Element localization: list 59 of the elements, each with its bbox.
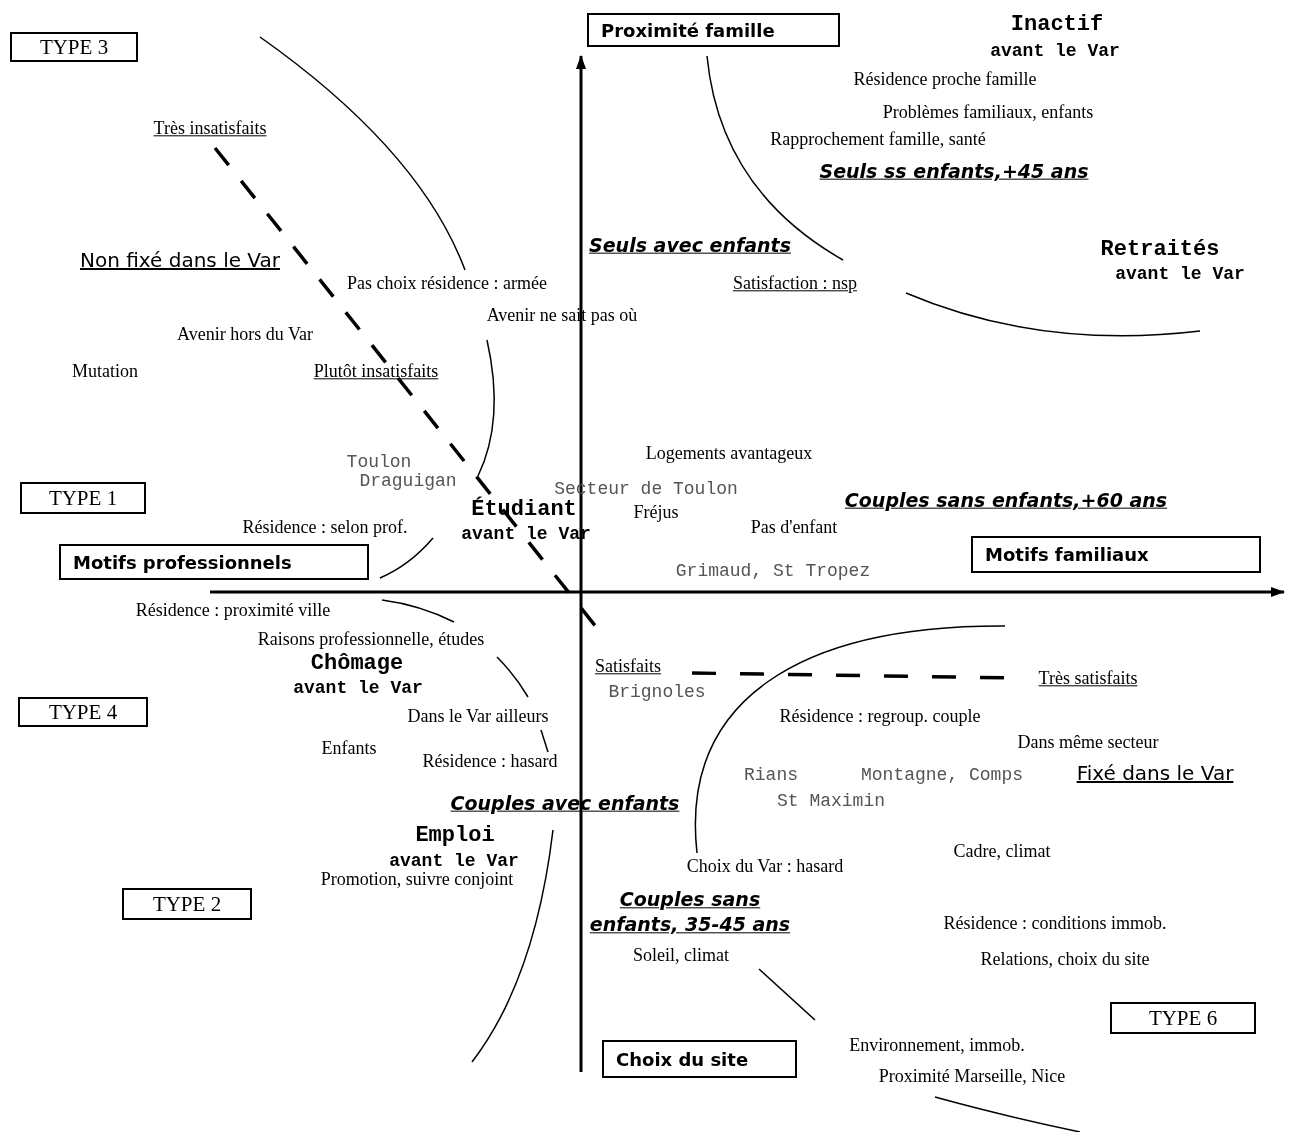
modality-label: Relations, choix du site [980, 948, 1150, 972]
satisfaction-label: Plutôt insatisfaits [313, 360, 439, 384]
satisfaction-label: Satisfaits [595, 655, 661, 679]
axis-title-box: Choix du site [602, 1040, 797, 1078]
status-label: Retraités [1100, 235, 1220, 264]
modality-label: Environnement, immob. [849, 1034, 1025, 1058]
status-label: avant le Var [990, 40, 1120, 64]
modality-label: Résidence proche famille [853, 68, 1037, 92]
axis-title-box: Proximité famille [587, 13, 840, 47]
type-box: TYPE 3 [10, 32, 138, 62]
modality-label: Résidence : regroup. couple [779, 705, 981, 729]
axis-title-box: Motifs professionnels [59, 544, 369, 580]
satisfaction-label: Très satisfaits [1038, 667, 1138, 691]
modality-label: Pas d'enfant [750, 516, 838, 540]
place-name: Rians [744, 764, 798, 788]
place-name: Toulon [346, 451, 412, 473]
modality-label: Enfants [321, 737, 377, 761]
household-label: Seuls avec enfants [589, 232, 791, 258]
modality-label: Dans même secteur [1017, 731, 1159, 755]
place-name: Brignoles [608, 681, 706, 705]
place-name: Grimaud, St Tropez [675, 560, 871, 584]
household-label: Couples sans enfants,+60 ans [844, 487, 1168, 513]
status-label: Étudiant [471, 495, 577, 524]
modality-label: Soleil, climat [633, 944, 729, 968]
status-label: Chômage [310, 649, 404, 678]
type-box: TYPE 2 [122, 888, 252, 920]
modality-label: Problèmes familiaux, enfants [882, 101, 1094, 125]
type-box: TYPE 6 [1110, 1002, 1256, 1034]
settlement-label: Fixé dans le Var [1076, 760, 1234, 786]
household-label: Couples sans enfants, 35-45 ans [588, 887, 792, 937]
modality-label: Cadre, climat [953, 840, 1051, 864]
place-name: Montagne, Comps [861, 764, 1023, 788]
status-label: avant le Var [1115, 263, 1245, 287]
place-name: Draguigan [359, 470, 457, 494]
status-label: Emploi [415, 821, 495, 850]
modality-label: Choix du Var : hasard [686, 855, 844, 879]
modality-label: Raisons professionnelle, études [257, 628, 485, 652]
status-label: Inactif [1010, 10, 1104, 39]
settlement-label: Non fixé dans le Var [80, 247, 280, 273]
modality-label: Résidence : conditions immob. [943, 912, 1167, 936]
status-label: avant le Var [293, 677, 423, 701]
place-name: St Maximin [777, 790, 885, 814]
type-box: TYPE 1 [20, 482, 146, 514]
satisfaction-label: Satisfaction : nsp [733, 272, 857, 296]
modality-label: Mutation [72, 360, 138, 384]
modality-label: Rapprochement famille, santé [770, 128, 986, 152]
modality-label: Avenir hors du Var [177, 323, 313, 347]
modality-label: Pas choix résidence : armée [347, 272, 547, 296]
modality-label: Logements avantageux [645, 442, 813, 466]
modality-label: Proximité Marseille, Nice [878, 1065, 1066, 1089]
modality-label: Fréjus [633, 501, 679, 525]
axis-title-box: Motifs familiaux [971, 536, 1261, 573]
modality-label: Résidence : hasard [422, 750, 558, 774]
modality-label: Dans le Var ailleurs [407, 705, 549, 729]
satisfaction-label: Très insatisfaits [153, 117, 267, 141]
household-label: Seuls ss enfants,+45 ans [819, 158, 1089, 184]
modality-label: Résidence : proximité ville [135, 599, 331, 623]
type-box: TYPE 4 [18, 697, 148, 727]
modality-label: Résidence : selon prof. [242, 516, 408, 540]
